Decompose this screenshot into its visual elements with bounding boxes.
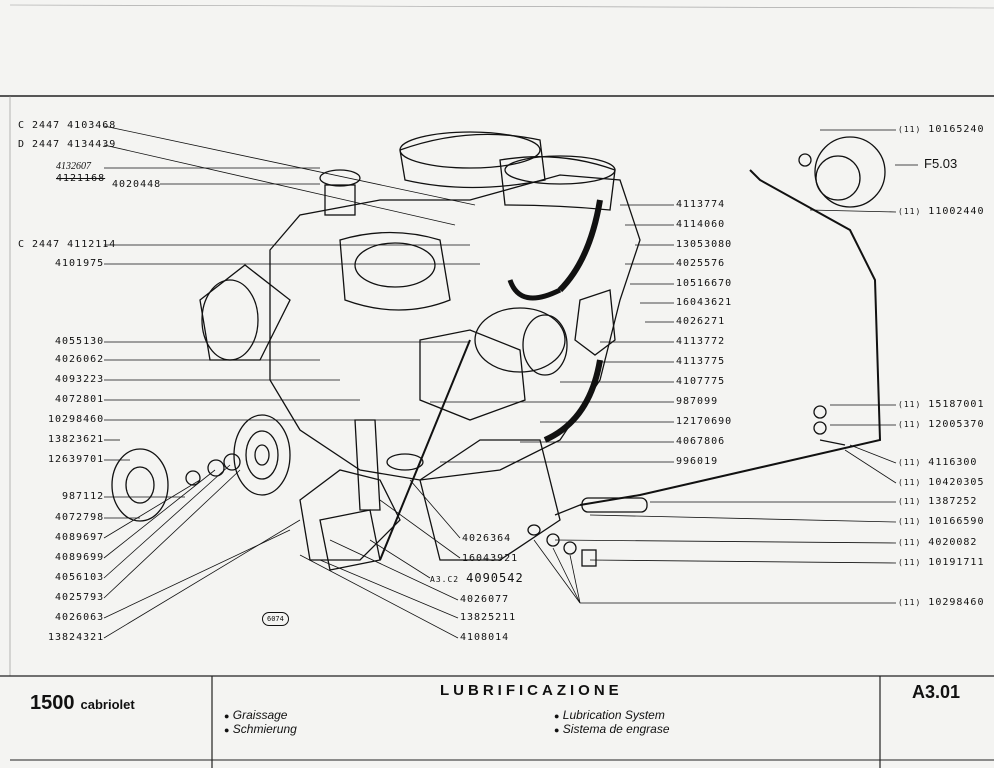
part-label: 4093223 — [55, 374, 105, 385]
part-label: (11) 15187001 — [898, 399, 985, 410]
part-label: (11) 10420305 — [898, 477, 985, 488]
part-label: 4026062 — [55, 354, 105, 365]
part-label: 13824321 — [48, 632, 105, 643]
part-label: 4026077 — [460, 594, 510, 605]
part-label: 4108014 — [460, 632, 510, 643]
part-label: 4055130 — [55, 336, 105, 347]
part-label: 4020448 — [112, 179, 162, 190]
part-label: 16043621 — [676, 297, 733, 308]
part-label: 4101975 — [55, 258, 105, 269]
subtitle-en: ● Lubrication System — [554, 708, 665, 722]
part-label: A3.C2 4090542 — [430, 571, 524, 585]
part-label: 4089697 — [55, 532, 105, 543]
part-label: 4113775 — [676, 356, 726, 367]
handwritten-correction: 4132607 — [56, 161, 91, 172]
part-label: (11) 10166590 — [898, 516, 985, 527]
part-label: (11) 10191711 — [898, 557, 985, 568]
part-label: D 2447 4134439 — [18, 139, 117, 150]
subtitle-fr: ● Graissage — [224, 708, 288, 722]
part-label: 4107775 — [676, 376, 726, 387]
subtitle-es: ● Sistema de engrase — [554, 722, 670, 736]
engine-block-drawing — [111, 131, 886, 571]
part-label: 4113774 — [676, 199, 726, 210]
part-label: 4056103 — [55, 572, 105, 583]
cross-reference-tag: F5.03 — [924, 156, 958, 171]
part-label: (11) 10298460 — [898, 597, 985, 608]
part-label: (11) 12005370 — [898, 419, 985, 430]
section-title: LUBRIFICAZIONE — [440, 682, 623, 699]
part-label: 4072798 — [55, 512, 105, 523]
part-label: 13823621 — [48, 434, 105, 445]
part-label: 996019 — [676, 456, 719, 467]
part-label: (11) 1387252 — [898, 496, 978, 507]
subtitle-de: ● Schmierung — [224, 722, 297, 736]
part-label: 12639701 — [48, 454, 105, 465]
leader-lines — [103, 125, 918, 639]
part-label: 10516670 — [676, 278, 733, 289]
part-label: (11) 11002440 — [898, 206, 985, 217]
part-label: (11) 4116300 — [898, 457, 978, 468]
part-label: C 2447 4112114 — [18, 239, 117, 250]
part-label: 13825211 — [460, 612, 517, 623]
page-code: A3.01 — [912, 682, 961, 702]
part-label: 4089699 — [55, 552, 105, 563]
part-label: 4026271 — [676, 316, 726, 327]
struck-part-label: 4121168 — [56, 173, 106, 184]
part-label: (11) 4020082 — [898, 537, 978, 548]
part-label: C 2447 4103468 — [18, 120, 117, 131]
part-label: 12170690 — [676, 416, 733, 427]
part-label: 4026063 — [55, 612, 105, 623]
part-label: 4113772 — [676, 336, 726, 347]
part-label: 4114060 — [676, 219, 726, 230]
part-label: 987112 — [62, 491, 105, 502]
part-label: 10298460 — [48, 414, 105, 425]
figure-number: 6074 — [262, 612, 289, 626]
part-label: 4067806 — [676, 436, 726, 447]
part-label: 987099 — [676, 396, 719, 407]
part-label: 13053080 — [676, 239, 733, 250]
part-label: 4025576 — [676, 258, 726, 269]
part-label: 4026364 — [462, 533, 512, 544]
part-label: 16043921 — [462, 553, 519, 564]
part-label: 4072801 — [55, 394, 105, 405]
part-label: 4025793 — [55, 592, 105, 603]
part-label: (11) 10165240 — [898, 124, 985, 135]
